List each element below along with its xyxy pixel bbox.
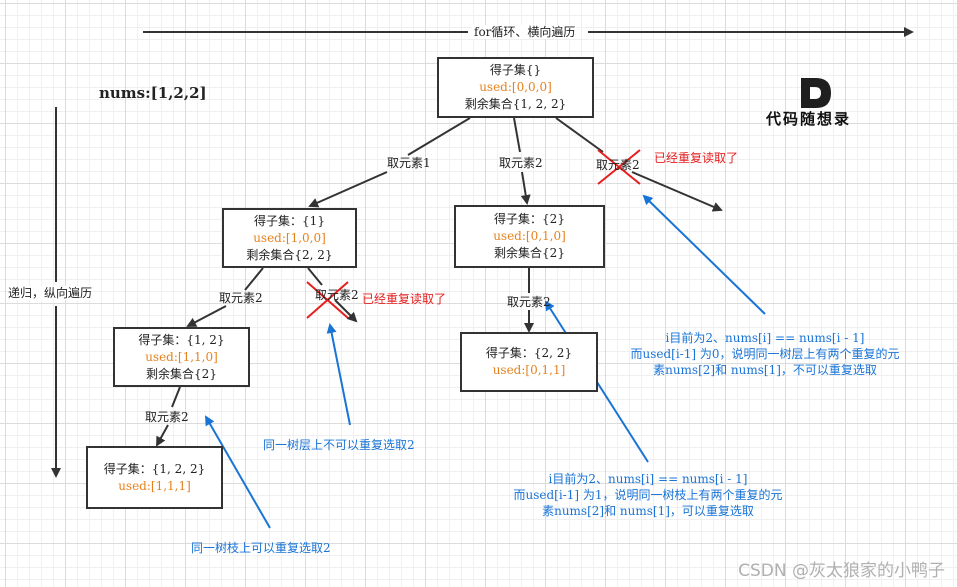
duplicate-note-top: 已经重复读取了	[654, 151, 739, 165]
node-1-subset: 得子集：{1}	[254, 213, 325, 228]
node-2-subset: 得子集：{2}	[494, 212, 565, 226]
right-note-line-3: 素nums[2]和 nums[1]，不可以重复选取	[653, 363, 877, 377]
node-1-2: 得子集：{1, 2} used:[1,1,0] 剩余集合{2}	[113, 327, 250, 387]
edge-label-root-2: 取元素2	[499, 156, 543, 170]
node-1-used: used:[1,0,0]	[253, 230, 326, 245]
node-2-2: 得子集：{2, 2} used:[0,1,1]	[460, 332, 598, 392]
same-layer-note: 同一树层上不可以重复选取2	[263, 438, 415, 452]
mid-note-line-1: i目前为2、nums[i] == nums[i - 1]	[548, 472, 748, 486]
node-1: 得子集：{1} used:[1,0,0] 剩余集合{2, 2}	[222, 208, 357, 268]
same-branch-note: 同一树枝上可以重复选取2	[191, 541, 331, 555]
edge-label-root-3: 取元素2	[596, 158, 640, 172]
node-1-2-remaining: 剩余集合{2}	[146, 366, 217, 381]
node-2: 得子集：{2} used:[0,1,0] 剩余集合{2}	[454, 205, 605, 268]
node-1-2-2-subset: 得子集：{1, 2, 2}	[103, 461, 206, 476]
edge-label-n12-1: 取元素2	[145, 410, 189, 424]
node-2-used: used:[0,1,0]	[493, 229, 566, 243]
logo-text: 代码随想录	[766, 110, 852, 128]
node-1-2-subset: 得子集：{1, 2}	[138, 332, 225, 347]
node-2-2-subset: 得子集：{2, 2}	[485, 346, 573, 360]
right-note-line-2: 而used[i-1] 为0，说明同一树层上有两个重复的元	[630, 347, 900, 361]
nums-label: nums:[1,2,2]	[99, 84, 207, 102]
node-root-subset: 得子集{}	[489, 63, 542, 77]
edge-label-n1-1: 取元素2	[219, 291, 263, 305]
node-1-2-2: 得子集：{1, 2, 2} used:[1,1,1]	[86, 446, 223, 509]
node-1-2-2-used: used:[1,1,1]	[118, 478, 191, 493]
edge-label-n2-1: 取元素2	[507, 295, 551, 309]
cross-mid-b	[306, 281, 349, 319]
node-1-2-used: used:[1,1,0]	[145, 349, 218, 364]
right-note-line-1: i目前为2、nums[i] == nums[i - 1]	[665, 331, 865, 345]
mid-note: i目前为2、nums[i] == nums[i - 1] 而used[i-1] …	[494, 471, 802, 519]
mid-note-line-2: 而used[i-1] 为1，说明同一树枝上有两个重复的元	[513, 488, 783, 502]
node-root-remaining: 剩余集合{1, 2, 2}	[464, 97, 567, 111]
node-2-remaining: 剩余集合{2}	[494, 246, 565, 260]
node-1-remaining: 剩余集合{2, 2}	[246, 247, 333, 262]
top-axis-label: for循环、横向遍历	[472, 25, 578, 39]
mid-note-line-3: 素nums[2]和 nums[1]，可以重复选取	[542, 504, 754, 518]
edge-label-n1-2: 取元素2	[315, 288, 359, 302]
left-axis-label: 递归，纵向遍历	[8, 286, 93, 300]
logo-d-icon	[801, 78, 831, 108]
cross-top-b	[597, 149, 641, 185]
edge-label-root-1: 取元素1	[387, 156, 431, 170]
duplicate-note-mid: 已经重复读取了	[362, 292, 447, 306]
node-root: 得子集{} used:[0,0,0] 剩余集合{1, 2, 2}	[437, 57, 594, 118]
node-root-used: used:[0,0,0]	[479, 80, 552, 94]
right-note: i目前为2、nums[i] == nums[i - 1] 而used[i-1] …	[612, 330, 918, 378]
node-2-2-used: used:[0,1,1]	[492, 363, 566, 377]
watermark: CSDN @灰太狼家的小鸭子	[738, 561, 945, 581]
